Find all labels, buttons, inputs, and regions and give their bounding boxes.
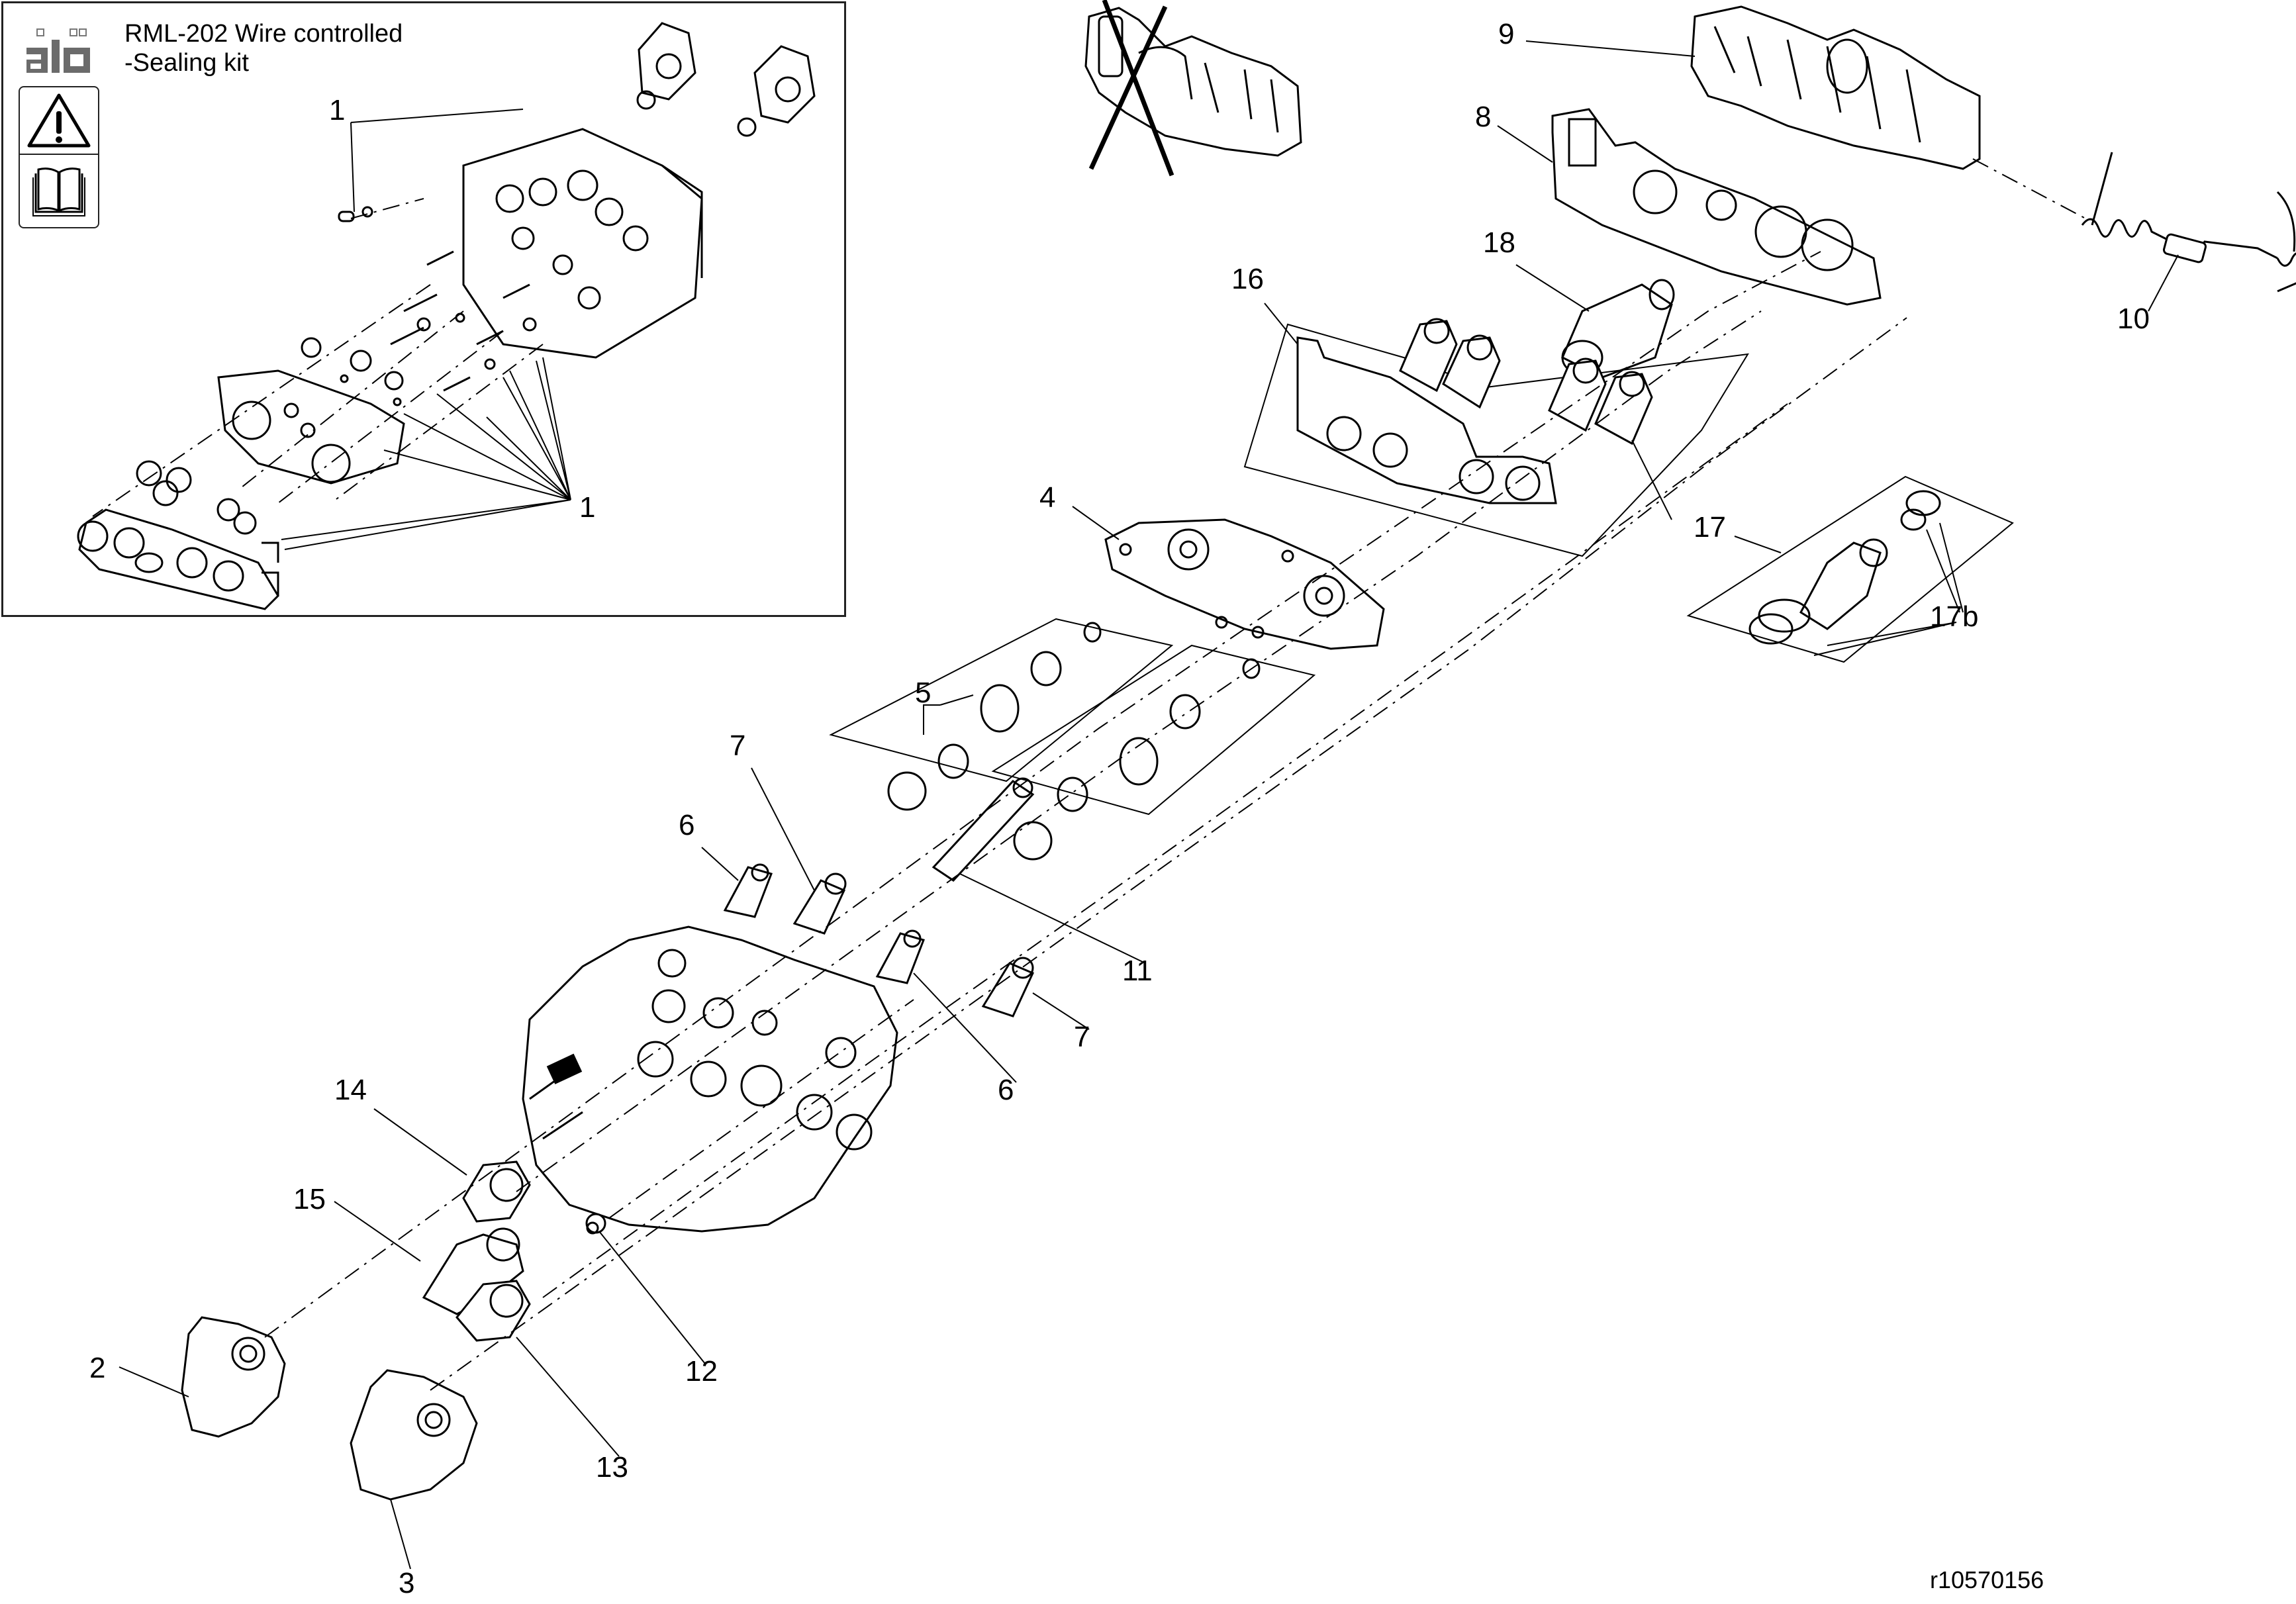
inset-orings — [136, 337, 404, 535]
callout-10: 10 — [2117, 303, 2150, 335]
inset-washer — [361, 206, 373, 218]
manual-book-icon — [32, 167, 85, 216]
callout-16: 16 — [1231, 263, 1264, 295]
inset-oring — [636, 90, 656, 110]
inset-plug — [338, 211, 355, 222]
leader-lines — [119, 40, 2179, 1570]
callout-6-lower: 6 — [998, 1074, 1014, 1106]
crossed-out-cover — [1084, 0, 1302, 177]
callout-9: 9 — [1498, 18, 1515, 50]
part-12-plug — [585, 1213, 606, 1235]
part-10-spring — [2081, 152, 2296, 293]
part-7-lower — [981, 957, 1035, 1017]
part-3-solenoid — [350, 1369, 478, 1501]
part-13-coupler — [455, 1280, 531, 1342]
inset-solenoid-top-2 — [753, 45, 816, 124]
main-valve-block — [522, 925, 898, 1233]
part-5-spring-groups — [829, 618, 1316, 861]
part-4-solenoid-module — [1104, 518, 1385, 650]
callout-5: 5 — [915, 677, 932, 709]
title-line-2: -Sealing kit — [124, 48, 249, 77]
callout-13: 13 — [596, 1451, 628, 1484]
inset-solenoid-top-1 — [638, 22, 696, 101]
title-line-1: RML-202 Wire controlled — [124, 20, 403, 48]
alo-logo — [24, 25, 97, 81]
part-17b-seals-group — [1686, 475, 2014, 663]
callout-15: 15 — [293, 1183, 326, 1215]
warning-triangle-icon — [27, 93, 91, 148]
part-9-cover — [1690, 5, 1981, 170]
part-8-bracket — [1551, 108, 1882, 306]
callout-8: 8 — [1475, 101, 1492, 133]
cross-line-2 — [1088, 5, 1168, 170]
diagram-title: RML-202 Wire controlled -Sealing kit — [124, 20, 403, 77]
callout-17: 17 — [1694, 511, 1726, 543]
inset-coupling-plate — [77, 508, 279, 610]
safety-icons-panel — [19, 86, 99, 228]
callout-3: 3 — [399, 1567, 415, 1599]
part-2-solenoid — [181, 1316, 286, 1438]
callout-1-top: 1 — [329, 94, 346, 126]
callout-12: 12 — [685, 1355, 718, 1388]
callout-14: 14 — [334, 1074, 367, 1106]
callout-1-bottom: 1 — [579, 491, 596, 524]
part-6-upper — [723, 863, 773, 918]
callout-11: 11 — [1122, 955, 1153, 987]
callout-18: 18 — [1483, 226, 1515, 259]
inset-spools — [390, 250, 537, 392]
inset-valve-block — [462, 128, 703, 359]
sealing-kit-inset — [1, 1, 846, 617]
part-17-couplers — [1399, 318, 1653, 446]
callout-7-lower: 7 — [1074, 1021, 1090, 1053]
icon-divider — [20, 154, 98, 155]
part-6-lower — [875, 929, 925, 984]
part-7-upper — [792, 873, 847, 935]
callout-7-upper: 7 — [730, 730, 746, 762]
cross-line-1 — [1102, 0, 1174, 177]
inset-solenoid-plate — [217, 369, 405, 485]
part-14-coupler — [462, 1160, 531, 1223]
assembly-axis-lines — [264, 158, 2086, 1391]
callout-17b: 17b — [1930, 600, 1979, 633]
callout-2: 2 — [89, 1352, 106, 1384]
callout-6-upper: 6 — [679, 809, 695, 841]
inset-leader-lines — [92, 109, 571, 550]
callout-4: 4 — [1039, 481, 1056, 514]
inset-oring — [737, 117, 757, 137]
reference-code: r10570156 — [1930, 1566, 2044, 1593]
